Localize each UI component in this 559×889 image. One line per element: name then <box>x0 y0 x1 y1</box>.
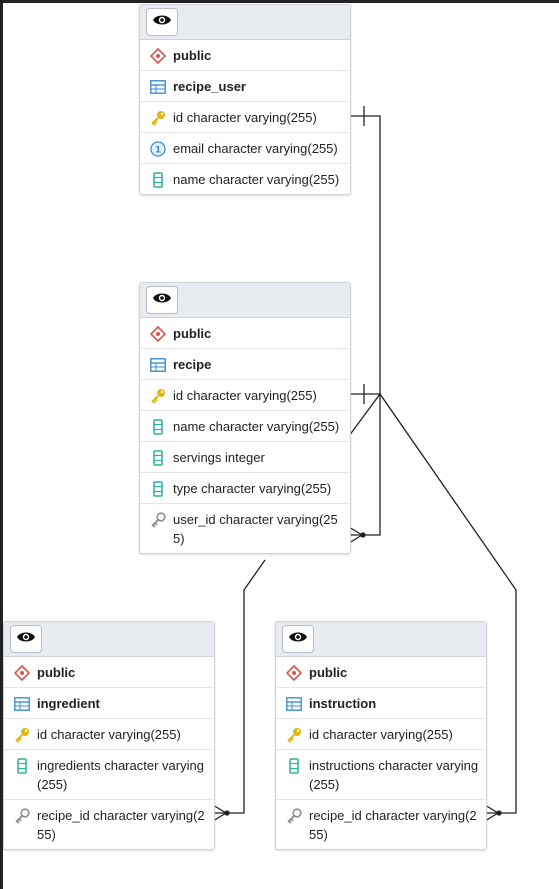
column-row[interactable]: id character varying(255) <box>140 102 350 133</box>
column-definition: type character varying(255) <box>173 481 332 496</box>
table-header <box>140 283 350 318</box>
column-row[interactable]: type character varying(255) <box>140 473 350 504</box>
foreign-key-icon <box>14 806 30 825</box>
column-icon <box>150 170 166 189</box>
primary-key-icon <box>286 725 302 744</box>
column-definition: servings integer <box>173 450 265 465</box>
column-definition: ingredients character varying(255) <box>37 758 204 792</box>
foreign-key-icon <box>150 510 166 529</box>
primary-key-icon <box>14 725 30 744</box>
schema-icon <box>14 663 30 682</box>
table-header <box>140 5 350 40</box>
table-name-row: recipe <box>140 349 350 380</box>
column-definition: email character varying(255) <box>173 141 338 156</box>
table-name: recipe <box>173 357 212 372</box>
column-row[interactable]: id character varying(255) <box>276 719 486 750</box>
schema-name: public <box>173 48 212 63</box>
column-definition: recipe_id character varying(255) <box>309 808 477 842</box>
toggle-visibility-button[interactable] <box>146 286 178 314</box>
eye-icon <box>152 13 172 32</box>
unique-icon: 1 <box>150 139 166 158</box>
column-icon <box>286 756 302 775</box>
schema-row: public <box>140 40 350 71</box>
column-definition: id character varying(255) <box>173 110 317 125</box>
table-name: ingredient <box>37 696 100 711</box>
schema-row: public <box>140 318 350 349</box>
schema-name: public <box>173 326 212 341</box>
primary-key-icon <box>150 386 166 405</box>
schema-icon <box>286 663 302 682</box>
column-row[interactable]: instructions character varying(255) <box>276 750 486 800</box>
column-definition: user_id character varying(255) <box>173 512 338 546</box>
table-name-row: ingredient <box>4 688 214 719</box>
column-icon <box>14 756 30 775</box>
column-row[interactable]: id character varying(255) <box>140 380 350 411</box>
eye-icon <box>152 291 172 310</box>
column-icon <box>150 417 166 436</box>
table-icon <box>14 694 30 713</box>
table-recipe[interactable]: public recipe id character varying(255) nam… <box>139 282 351 554</box>
table-name: instruction <box>309 696 377 711</box>
column-definition: id character varying(255) <box>37 727 181 742</box>
schema-icon <box>150 46 166 65</box>
svg-text:1: 1 <box>155 145 161 155</box>
column-definition: id character varying(255) <box>173 388 317 403</box>
table-instruction[interactable]: public instruction id character varying(25… <box>275 621 487 850</box>
top-border <box>0 0 559 3</box>
column-definition: id character varying(255) <box>309 727 453 742</box>
table-icon <box>286 694 302 713</box>
relation-instruction-recipe[interactable] <box>379 393 517 822</box>
column-icon <box>150 448 166 467</box>
column-row[interactable]: servings integer <box>140 442 350 473</box>
column-row[interactable]: recipe_id character varying(255) <box>4 800 214 849</box>
toggle-visibility-button[interactable] <box>10 625 42 653</box>
column-row[interactable]: recipe_id character varying(255) <box>276 800 486 849</box>
column-row[interactable]: name character varying(255) <box>140 411 350 442</box>
eye-icon <box>288 630 308 649</box>
column-row[interactable]: name character varying(255) <box>140 164 350 194</box>
column-definition: name character varying(255) <box>173 419 340 434</box>
toggle-visibility-button[interactable] <box>146 8 178 36</box>
schema-name: public <box>309 665 348 680</box>
schema-row: public <box>4 657 214 688</box>
column-row[interactable]: 1 email character varying(255) <box>140 133 350 164</box>
toggle-visibility-button[interactable] <box>282 625 314 653</box>
column-row[interactable]: id character varying(255) <box>4 719 214 750</box>
table-ingredient[interactable]: public ingredient id character varying(255… <box>3 621 215 850</box>
column-row[interactable]: user_id character varying(255) <box>140 504 350 553</box>
eye-icon <box>16 630 36 649</box>
table-header <box>276 622 486 657</box>
table-header <box>4 622 214 657</box>
foreign-key-icon <box>286 806 302 825</box>
column-definition: instructions character varying(255) <box>309 758 479 792</box>
column-row[interactable]: ingredients character varying(255) <box>4 750 214 800</box>
table-icon <box>150 355 166 374</box>
schema-row: public <box>276 657 486 688</box>
table-icon <box>150 77 166 96</box>
left-border <box>0 0 3 889</box>
relation-ingredient-recipe[interactable] <box>212 384 382 822</box>
primary-key-icon <box>150 108 166 127</box>
table-name-row: recipe_user <box>140 71 350 102</box>
column-icon <box>150 479 166 498</box>
table-name-row: instruction <box>276 688 486 719</box>
table-name: recipe_user <box>173 79 246 94</box>
schema-icon <box>150 324 166 343</box>
relation-recipe-user[interactable] <box>348 106 381 544</box>
column-definition: recipe_id character varying(255) <box>37 808 205 842</box>
schema-name: public <box>37 665 76 680</box>
column-definition: name character varying(255) <box>173 172 340 187</box>
